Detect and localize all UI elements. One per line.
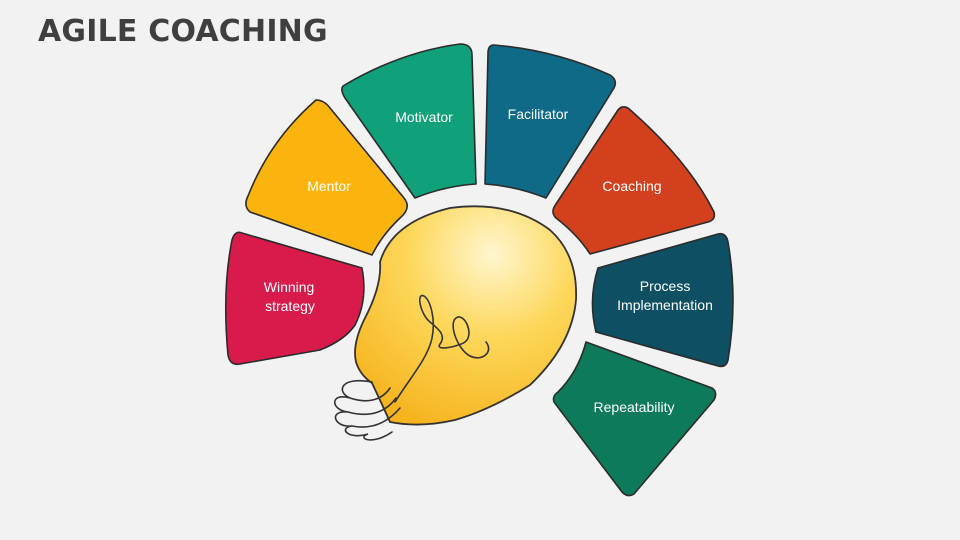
- segment-motivator-line1: Motivator: [395, 109, 453, 125]
- segment-repeatability-label: Repeatability: [594, 399, 675, 415]
- lightbulb-glass: [354, 205, 577, 426]
- segment-process-implementation-line2: Implementation: [617, 297, 713, 313]
- segment-coaching-shape: [552, 106, 716, 255]
- segment-mentor-label: Mentor: [307, 178, 351, 194]
- segment-process-implementation-shape: [591, 232, 734, 368]
- segment-motivator-shape: [341, 43, 477, 199]
- segment-mentor-shape: [245, 99, 408, 256]
- segment-process-implementation-line1: Process: [640, 278, 691, 294]
- segment-facilitator-label: Facilitator: [508, 106, 569, 122]
- segment-winning-strategy-label: Winning strategy: [264, 279, 318, 314]
- segment-facilitator-shape: [484, 44, 617, 199]
- segment-facilitator: Facilitator: [484, 44, 617, 199]
- segment-repeatability-line1: Repeatability: [594, 399, 675, 415]
- lightbulb-icon: [333, 205, 577, 441]
- segment-coaching-label: Coaching: [602, 178, 661, 194]
- segment-winning-strategy-shape: [224, 231, 365, 366]
- segment-mentor: Mentor: [245, 99, 408, 256]
- segment-repeatability: Repeatability: [552, 341, 717, 497]
- segment-facilitator-line1: Facilitator: [508, 106, 569, 122]
- segment-repeatability-shape: [552, 341, 717, 497]
- segment-process-implementation-label: Process Implementation: [617, 278, 713, 313]
- segment-coaching-line1: Coaching: [602, 178, 661, 194]
- segment-winning-strategy-line1: Winning: [264, 279, 315, 295]
- segment-coaching: Coaching: [552, 106, 716, 255]
- segment-mentor-line1: Mentor: [307, 178, 351, 194]
- segment-process-implementation: Process Implementation: [591, 232, 734, 368]
- lightbulb-filament: [394, 294, 490, 403]
- segment-winning-strategy-line2: strategy: [265, 298, 315, 314]
- segment-motivator: Motivator: [341, 43, 477, 199]
- segment-winning-strategy: Winning strategy: [224, 231, 365, 366]
- segment-motivator-label: Motivator: [395, 109, 453, 125]
- lightbulb-base-coil: [333, 379, 401, 441]
- page-title: AGILE COACHING: [38, 14, 328, 49]
